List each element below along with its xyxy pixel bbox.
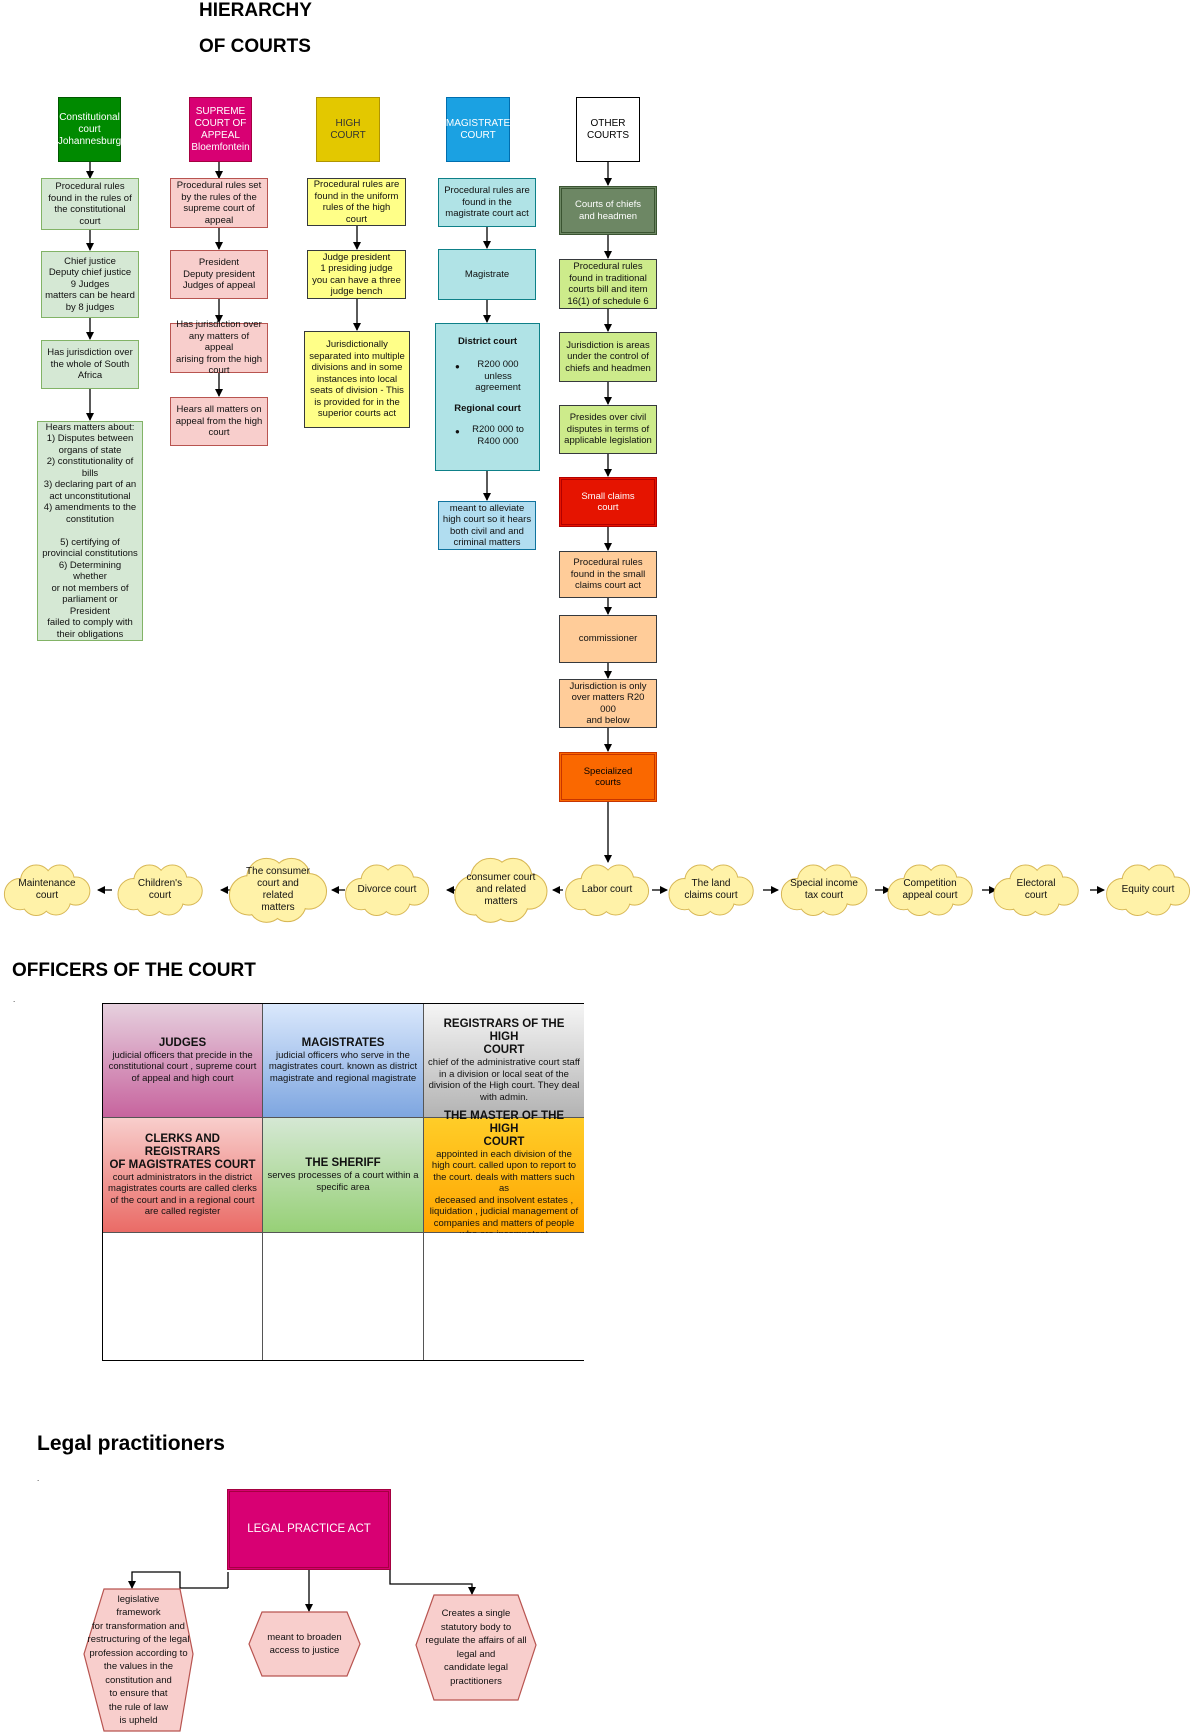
- hexagon-access-text: meant to broaden access to justice: [267, 1631, 342, 1657]
- cloud-label: consumer court and related matters: [466, 872, 536, 907]
- regional-court-label: Regional court: [454, 403, 521, 414]
- officer-magistrates: MAGISTRATES judicial officers who serve …: [263, 1004, 424, 1118]
- magistrate-purpose: meant to alleviate high court so it hear…: [438, 501, 536, 550]
- officer-sheriff: THE SHERIFF serves processes of a court …: [263, 1118, 424, 1233]
- chiefs-procedural-rules: Procedural rules found in traditional co…: [559, 259, 657, 309]
- chiefs-civil-disputes: Presides over civil disputes in terms of…: [559, 405, 657, 454]
- cloud-label: The land claims court: [684, 878, 738, 901]
- officer-text: judicial officers that precide in the co…: [108, 1049, 257, 1084]
- officer-text: appointed in each division of the high c…: [429, 1148, 579, 1241]
- hierarchy-title-line2: OF COURTS: [199, 36, 311, 57]
- small-claims-jurisdiction: Jurisdiction is only over matters R20 00…: [559, 679, 657, 728]
- officer-title: THE SHERIFF: [305, 1157, 381, 1169]
- sca-hears-appeals: Hears all matters on appeal from the hig…: [170, 397, 268, 446]
- officer-empty-cell: [424, 1233, 584, 1360]
- officer-text: serves processes of a court within a spe…: [267, 1170, 419, 1193]
- sca-procedural-rules: Procedural rules set by the rules of the…: [170, 178, 268, 228]
- hexagon-statutory-body-text: Creates a single statutory body to regul…: [425, 1608, 527, 1687]
- cloud-label: Maintenance court: [18, 878, 76, 901]
- cloud-label: Children's court: [137, 878, 183, 901]
- officer-clerks-registrars: CLERKS AND REGISTRARS OF MAGISTRATES COU…: [103, 1118, 263, 1233]
- high-court-head: HIGH COURT: [316, 97, 380, 162]
- officers-grid: JUDGES judicial officers that precide in…: [102, 1003, 584, 1361]
- district-court-label: District court: [457, 336, 518, 347]
- supreme-court-of-appeal-head: SUPREME COURT OF APPEAL Bloemfontein: [189, 97, 252, 162]
- officers-title: OFFICERS OF THE COURT: [12, 960, 256, 981]
- constitutional-procedural-rules: Procedural rules found in the rules of t…: [41, 178, 139, 230]
- constitutional-judges: Chief justice Deputy chief justice 9 Jud…: [41, 251, 139, 318]
- bullet-icon: ●: [455, 427, 460, 436]
- cloud-label: The consumer court and related matters: [246, 866, 310, 913]
- high-court-judges: Judge president 1 presiding judge you ca…: [307, 250, 406, 299]
- magistrate-procedural-rules: Procedural rules are found in the magist…: [438, 178, 536, 227]
- cloud-label: Divorce court: [357, 884, 417, 895]
- high-court-jurisdiction: Jurisdictionally separated into multiple…: [304, 331, 410, 428]
- officer-title: THE MASTER OF THE HIGH COURT: [443, 1109, 565, 1148]
- high-court-procedural-rules: Procedural rules are found in the unifor…: [307, 178, 406, 226]
- officer-text: court administrators in the district mag…: [108, 1171, 257, 1218]
- small-claims-procedural-rules: Procedural rules found in the small clai…: [559, 551, 657, 598]
- officer-registrars-high-court: REGISTRARS OF THE HIGH COURT chief of th…: [424, 1004, 584, 1118]
- constitutional-matters: Hears matters about: 1) Disputes between…: [37, 421, 143, 641]
- bullet-icon: ●: [455, 362, 460, 371]
- small-claims-court: Small claims court: [559, 477, 657, 527]
- dot-marker: .: [13, 995, 16, 1004]
- district-regional-court-box: District court ● R200 000 unless agreeme…: [435, 323, 540, 471]
- hexagon-framework-text: legislative framework for transformation…: [87, 1593, 190, 1727]
- dot-marker: .: [37, 1474, 40, 1483]
- small-claims-commissioner: commissioner: [559, 615, 657, 663]
- cloud-label: Electoral court: [1016, 878, 1056, 901]
- constitutional-court-head: Constitutional court Johannesburg: [58, 97, 121, 162]
- officer-text: chief of the administrative court staff …: [428, 1057, 580, 1103]
- district-court-value: R200 000 unless agreement: [475, 359, 521, 393]
- officer-master-high-court: THE MASTER OF THE HIGH COURT appointed i…: [424, 1110, 584, 1240]
- officer-text: judicial officers who serve in the magis…: [268, 1049, 418, 1084]
- constitutional-jurisdiction: Has jurisdiction over the whole of South…: [41, 340, 139, 389]
- magistrate-court-head: MAGISTRATE COURT: [446, 97, 510, 162]
- regional-court-value: R200 000 to R400 000: [472, 424, 524, 447]
- officer-judges: JUDGES judicial officers that precide in…: [103, 1004, 263, 1118]
- magistrate-box: Magistrate: [438, 249, 536, 300]
- cloud-label: Equity court: [1121, 884, 1175, 895]
- officer-title: CLERKS AND REGISTRARS OF MAGISTRATES COU…: [109, 1132, 256, 1171]
- sca-jurisdiction: Has jurisdiction over any matters of app…: [170, 319, 268, 376]
- cloud-label: Competition appeal court: [902, 878, 958, 901]
- officer-title: REGISTRARS OF THE HIGH COURT: [443, 1018, 565, 1056]
- chiefs-jurisdiction: Jurisdiction is areas under the control …: [559, 332, 657, 382]
- legal-practice-act: LEGAL PRACTICE ACT: [227, 1489, 391, 1570]
- practitioners-title: Legal practitioners: [37, 1432, 225, 1455]
- cloud-label: Special income tax court: [790, 878, 858, 901]
- sca-judges: President Deputy president Judges of app…: [170, 250, 268, 299]
- officer-title: MAGISTRATES: [301, 1036, 385, 1049]
- specialized-courts: Specialized courts: [559, 752, 657, 802]
- officer-empty-cell: [103, 1233, 263, 1360]
- chiefs-headmen-courts: Courts of chiefs and headmen: [559, 186, 657, 235]
- hierarchy-title-line1: HIERARCHY: [199, 0, 312, 21]
- officer-title: JUDGES: [158, 1036, 207, 1049]
- officer-empty-cell: [263, 1233, 424, 1360]
- cloud-label: Labor court: [581, 884, 633, 895]
- other-courts-head: OTHER COURTS: [576, 97, 640, 162]
